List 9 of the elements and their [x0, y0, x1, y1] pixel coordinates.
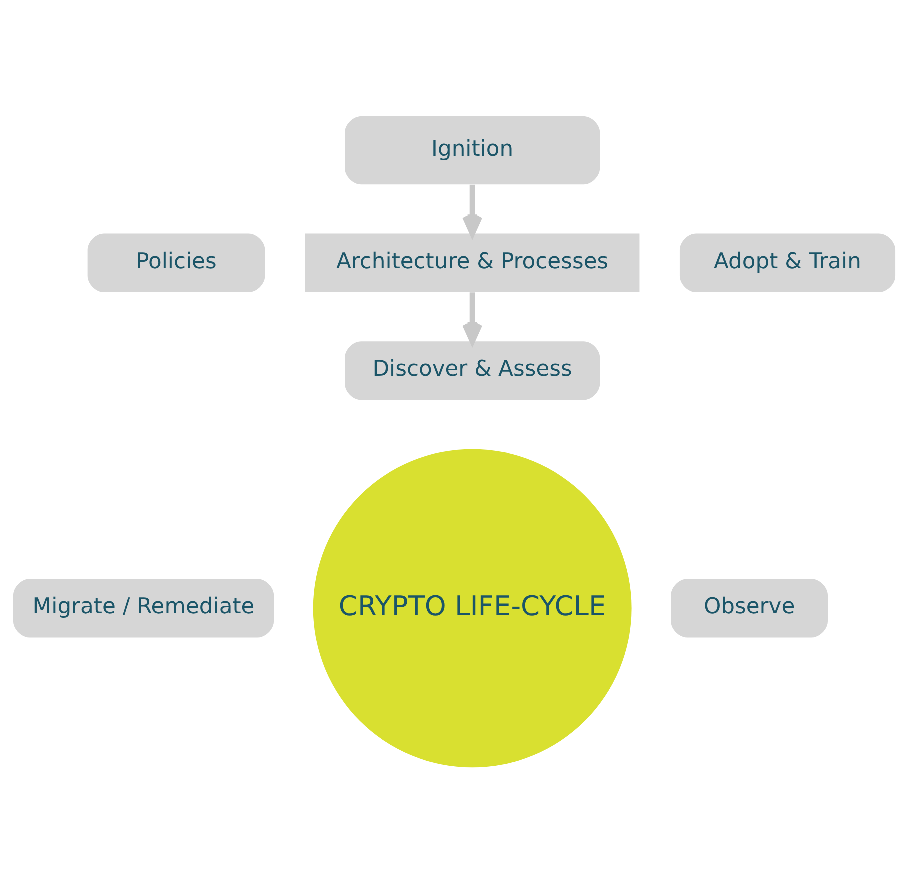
- node-box: Observe: [671, 579, 828, 638]
- node-box: Migrate / Remediate: [13, 579, 274, 638]
- node-circle: CRYPTO LIFE-CYCLE: [313, 449, 632, 768]
- node-box: Architecture & Processes: [305, 234, 640, 292]
- node-box: Policies: [88, 234, 266, 292]
- arrow: [462, 292, 483, 344]
- node-box: Discover & Assess: [345, 342, 600, 400]
- node-box: Ignition: [345, 116, 600, 185]
- node-box: Adopt & Train: [680, 234, 896, 292]
